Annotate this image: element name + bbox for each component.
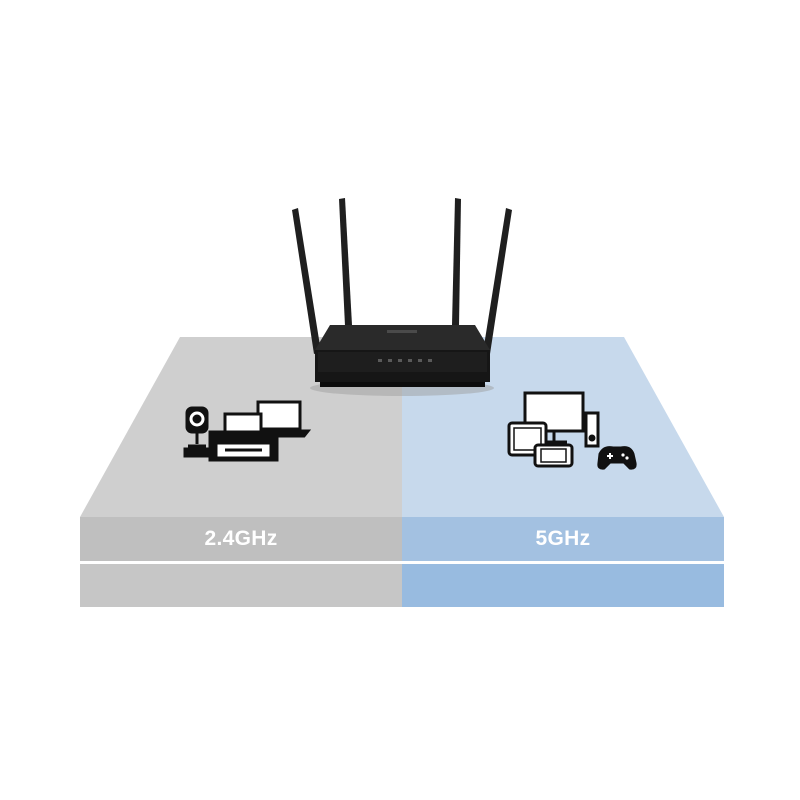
router-logo [387, 330, 417, 333]
phone-icon [533, 443, 574, 468]
antenna-outer-right [483, 208, 512, 354]
antenna-outer-left [292, 208, 321, 354]
antenna-inner-right [452, 198, 461, 326]
band-24ghz-label: 2.4GHz [204, 527, 278, 550]
laptop-icon [248, 400, 312, 438]
band-5-base [402, 564, 724, 607]
band-24-icons [183, 400, 312, 462]
router-device [315, 325, 490, 387]
router-top [315, 325, 490, 350]
band-5ghz-label: 5GHz [535, 527, 591, 550]
router-front-gloss [318, 352, 487, 372]
game-controller-icon [597, 446, 637, 470]
band-5-front [402, 517, 724, 561]
router-led-row [378, 359, 432, 362]
media-device-icon [584, 411, 600, 448]
webcam-icon [185, 406, 209, 448]
router-antennas [292, 198, 512, 354]
band-5-icons [507, 391, 637, 470]
band-24-base [80, 564, 402, 607]
printer-icon [183, 412, 279, 462]
band-24-front [80, 517, 402, 561]
router-base-strip [320, 382, 485, 387]
antenna-inner-left [339, 198, 352, 326]
